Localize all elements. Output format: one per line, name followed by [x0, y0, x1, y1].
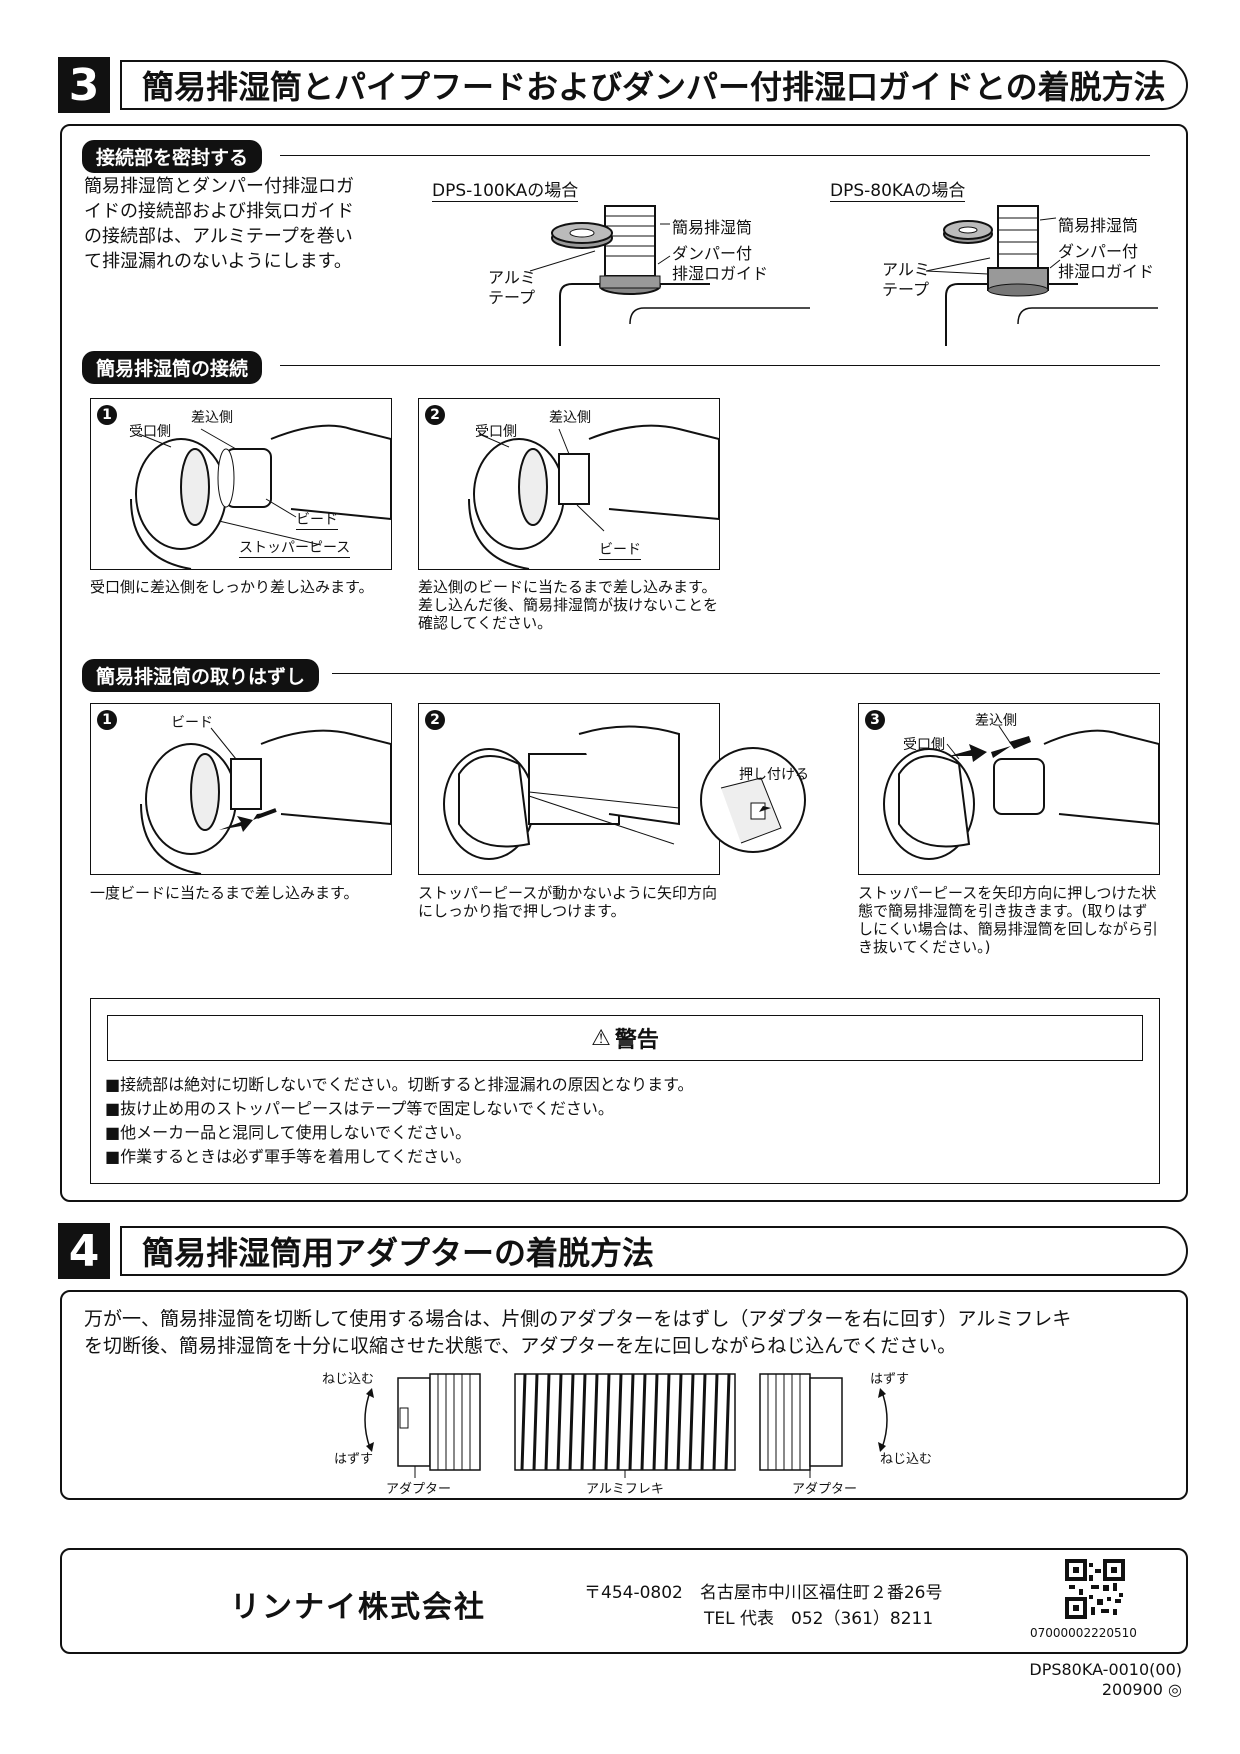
- document-date-text: 200900: [1101, 1680, 1163, 1699]
- company-tel: TEL 代表 052（361）8211: [704, 1609, 934, 1629]
- seal-line-2: イドの接続部および排気ロガイド: [84, 201, 354, 222]
- remove-step-1-caption: 一度ビードに当たるまで差し込みます。: [90, 884, 359, 902]
- connect-step-1-caption: 受口側に差込側をしっかり差し込みます。: [90, 578, 374, 596]
- remove-divider: [332, 673, 1160, 674]
- section-4-title: 簡易排湿筒用アダプターの着脱方法: [120, 1226, 1188, 1276]
- remove-step-2-illustration: [443, 725, 680, 860]
- company-address: 〒454-0802 名古屋市中川区福住町２番26号: [584, 1583, 943, 1603]
- seal-line-3: の接続部は、アルミテープを巻い: [84, 226, 353, 247]
- connect-step-1-receive-label: 受口側: [129, 424, 171, 440]
- warning-item: ■作業するときは必ず軍手等を着用してください。: [105, 1147, 472, 1166]
- section-4-line-1: 万が一、簡易排湿筒を切断して使用する場合は、片側のアダプターをはずし（アダプター…: [84, 1308, 1072, 1330]
- remove-step-3-caption: ストッパーピースを矢印方向に押しつけた状態で簡易排湿筒を引き抜きます。(取りはず…: [858, 884, 1158, 956]
- connect-step-2-receive-label: 受口側: [475, 424, 517, 440]
- section-3-title-text: 簡易排湿筒とパイプフードおよびダンパー付排湿口ガイドとの着脱方法: [142, 68, 1166, 106]
- dps80-figure: DPS-80KAの場合 簡易排湿筒 ダンパー付 排湿ロガイド アルミ テープ: [828, 176, 1158, 346]
- footer-box: [60, 1548, 1188, 1654]
- section-4-line-2: を切断後、簡易排湿筒を十分に収縮させた状態で、アダプターを左に回しながらねじ込ん…: [84, 1335, 957, 1357]
- connect-step-2-illustration: [468, 424, 719, 569]
- remove-step-2-push-label: 押し付ける: [739, 767, 809, 783]
- section-4-box: [60, 1290, 1188, 1500]
- qr-code-icon: [1065, 1559, 1125, 1619]
- section-3-number: 3: [58, 57, 110, 113]
- seal-divider: [280, 155, 1150, 156]
- dps80-illustration: [925, 205, 1158, 346]
- dps80-tape-label-1: アルミ: [882, 260, 930, 279]
- warning-item: ■接続部は絶対に切断しないでください。切断すると排湿漏れの原因となります。: [105, 1075, 694, 1094]
- section-4-title-text: 簡易排湿筒用アダプターの着脱方法: [142, 1234, 655, 1272]
- connect-step-1-insert-label: 差込側: [191, 410, 233, 426]
- dps80-title: DPS-80KAの場合: [830, 176, 966, 202]
- dps100-damper-label-1: ダンパー付: [672, 244, 753, 263]
- warning-icon: ⚠: [591, 1025, 611, 1051]
- dps100-figure: DPS-100KAの場合 簡易排湿筒 ダンパー付 排湿ロガイド アルミ テープ: [430, 176, 810, 346]
- connect-step-1-bead-label: ビード: [296, 509, 338, 530]
- section-3-box: [60, 124, 1188, 1202]
- dps100-tape-label-2: テープ: [488, 288, 536, 307]
- adapter-right-label: アダプター: [792, 1482, 858, 1497]
- connect-divider: [280, 365, 1160, 366]
- connect-label: 簡易排湿筒の接続: [82, 351, 263, 384]
- adapter-diagram: [364, 1373, 888, 1478]
- remove-step-1-bead-label: ビード: [171, 715, 213, 731]
- connect-step-2-bead-label: ビード: [599, 539, 641, 560]
- remove-step-3-figure: 3 受口側 差込側: [858, 703, 1160, 875]
- adapter-right-remove-label: はずす: [870, 1372, 910, 1387]
- warning-item: ■抜け止め用のストッパーピースはテープ等で固定しないでください。: [105, 1099, 614, 1118]
- remove-step-3-insert-label: 差込側: [975, 713, 1017, 729]
- remove-step-2-zoom: [700, 747, 806, 853]
- adapter-left-label: アダプター: [386, 1482, 452, 1497]
- remove-step-3-number: 3: [865, 710, 885, 730]
- document-number: DPS80KA-0010(00): [1029, 1660, 1182, 1679]
- section-4-number: 4: [58, 1223, 110, 1279]
- remove-step-2-caption: ストッパーピースが動かないように矢印方向にしっかり指で押しつけます。: [418, 884, 717, 920]
- section-4-text: 万が一、簡易排湿筒を切断して使用する場合は、片側のアダプターをはずし（アダプター…: [84, 1306, 1071, 1360]
- adapter-left-screw-label: ねじ込む: [322, 1372, 375, 1387]
- seal-description: 簡易排湿筒とダンパー付排湿ロガ イドの接続部および排気ロガイド の接続部は、アル…: [84, 174, 424, 274]
- remove-step-2-figure: 2 押し付ける: [418, 703, 809, 875]
- dps80-tape-label-2: テープ: [882, 280, 930, 299]
- remove-label: 簡易排湿筒の取りはずし: [82, 659, 320, 692]
- warning-box: ⚠ 警告 ■接続部は絶対に切断しないでください。切断すると排湿漏れの原因となりま…: [90, 998, 1160, 1184]
- warning-list: ■接続部は絶対に切断しないでください。切断すると排湿漏れの原因となります。 ■抜…: [105, 1073, 694, 1169]
- warning-item: ■他メーカー品と混同して使用しないでください。: [105, 1123, 472, 1142]
- recycle-mark-icon: ◎: [1168, 1680, 1182, 1699]
- dps80-damper-label-1: ダンパー付: [1058, 242, 1139, 261]
- remove-step-2-number: 2: [425, 710, 445, 730]
- section-3-title: 簡易排湿筒とパイプフードおよびダンパー付排湿口ガイドとの着脱方法: [120, 60, 1188, 110]
- dps80-damper-label-2: 排湿ロガイド: [1058, 262, 1155, 281]
- product-code: 07000002220510: [1030, 1626, 1137, 1640]
- connect-step-2-figure: 2 受口側 差込側 ビード: [418, 398, 720, 570]
- connect-step-2-number: 2: [425, 405, 445, 425]
- dps80-pipe-label: 簡易排湿筒: [1058, 216, 1139, 235]
- connect-step-2-caption: 差込側のビードに当たるまで差し込みます。差し込んだ後、簡易排湿筒が抜けないことを…: [418, 578, 719, 632]
- company-name: リンナイ株式会社: [230, 1590, 486, 1625]
- adapter-left-remove-label: はずす: [334, 1452, 374, 1467]
- warning-title: 警告: [614, 1028, 659, 1053]
- flex-label: アルミフレキ: [586, 1482, 664, 1497]
- connect-step-2-insert-label: 差込側: [549, 410, 591, 426]
- seal-line-4: て排湿漏れのないようにします。: [84, 251, 352, 272]
- dps100-pipe-label: 簡易排湿筒: [672, 218, 753, 237]
- connect-step-1-stopper-label: ストッパーピース: [239, 537, 351, 558]
- remove-step-1-illustration: [140, 727, 391, 874]
- remove-step-3-receive-label: 受口側: [903, 737, 945, 753]
- connect-step-1-figure: 1 受口側 差込側 ビード ストッパーピース: [90, 398, 392, 570]
- seal-line-1: 簡易排湿筒とダンパー付排湿ロガ: [84, 176, 354, 197]
- dps100-illustration: [529, 205, 810, 346]
- dps100-tape-label-1: アルミ: [488, 268, 536, 287]
- connect-step-1-illustration: [130, 424, 391, 569]
- adapter-right-screw-label: ねじ込む: [880, 1452, 933, 1467]
- remove-step-1-number: 1: [97, 710, 117, 730]
- warning-header: ⚠ 警告: [107, 1015, 1143, 1061]
- dps100-damper-label-2: 排湿ロガイド: [672, 264, 769, 283]
- remove-step-3-illustration: [883, 725, 1159, 860]
- remove-step-1-figure: 1 ビード: [90, 703, 392, 875]
- dps100-title: DPS-100KAの場合: [432, 176, 579, 202]
- seal-label: 接続部を密封する: [82, 140, 263, 173]
- document-date: 200900 ◎: [1010, 1680, 1182, 1699]
- connect-step-1-number: 1: [97, 405, 117, 425]
